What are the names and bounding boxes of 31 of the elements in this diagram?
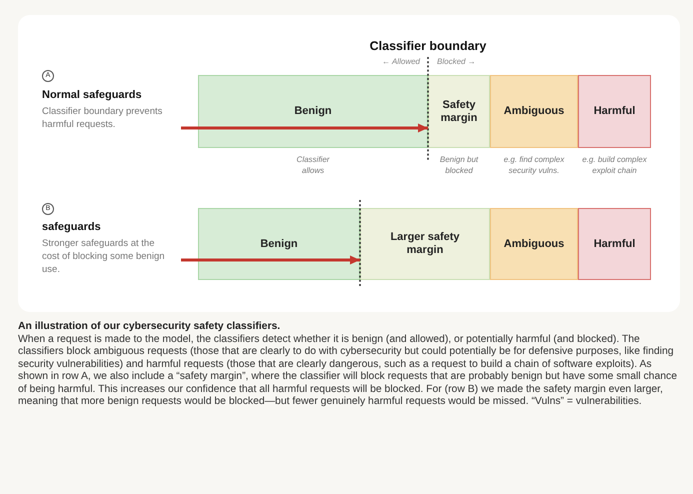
- category-band: [490, 208, 578, 280]
- direction-hint: Blocked →: [437, 57, 476, 67]
- category-band: [428, 75, 490, 148]
- row-heading: safeguards: [42, 221, 101, 234]
- band-label: Safety margin: [440, 98, 478, 124]
- category-band: [578, 208, 651, 280]
- category-band: [198, 208, 360, 280]
- caption-text: When a request is made to the model, the classifiers detect whether it is benign (and allowed), or potentially harmful (and blocked). The classifiers block ambiguous requests (those that are clearly to do with cybersecurity but could potentially be for defensive purposes, like finding security vulnerabilities) and harmful requests (those that are clearly dangerous, such as a request to build a chain of software exploits). As shown in row A, we also include a “safety margin”, where the classifier will block requests that are probably benign but have some small chance of being harmful. This increases our confidence that all harmful requests will be blocked. For (row B) we made the safety margin even larger, meaning that more benign requests would be blocked—but fewer genuinely harmful requests would be missed. “Vulns” = vulnerabilities.: [18, 334, 678, 408]
- caption-heading: An illustration of our cybersecurity safety classifiers.: [18, 321, 280, 334]
- band-label: Benign: [294, 105, 332, 118]
- band-label: Harmful: [594, 105, 636, 118]
- band-label: Benign: [260, 238, 298, 250]
- band-caption: e.g. find complex security vulns.: [502, 154, 566, 176]
- band-label: Ambiguous: [504, 238, 564, 250]
- band-caption: e.g. build complex exploit chain: [581, 154, 648, 176]
- row-heading: Normal safeguards: [42, 89, 142, 102]
- category-band: [578, 75, 651, 148]
- diagram-heading: Classifier boundary: [370, 39, 486, 54]
- band-caption: Classifier allows: [296, 154, 331, 176]
- band-label: Harmful: [594, 238, 636, 250]
- row-description: Classifier boundary prevents harmful requests.: [42, 105, 164, 131]
- category-band: [490, 75, 578, 148]
- row-description: Stronger safeguards at the cost of blocking some benign use.: [42, 237, 166, 276]
- arrow: [181, 124, 428, 132]
- band-label: Ambiguous: [504, 105, 564, 118]
- band-label: Larger safety margin: [389, 231, 461, 257]
- arrow: [181, 256, 360, 264]
- category-band: [360, 208, 490, 280]
- band-caption: Benign but blocked: [438, 154, 480, 176]
- direction-hint: ← Allowed: [382, 57, 420, 67]
- category-band: [198, 75, 428, 148]
